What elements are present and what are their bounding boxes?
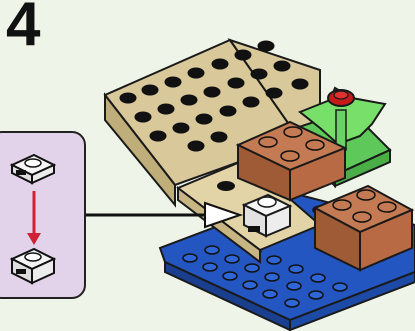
callout-box xyxy=(0,131,86,299)
step-number: 4 xyxy=(6,0,41,59)
white-1x1-brick-icon xyxy=(241,193,293,238)
flower xyxy=(298,86,387,151)
pointer-arrow-icon xyxy=(86,201,244,229)
brown-brick-back xyxy=(235,120,348,202)
white-tile-icon xyxy=(9,153,57,185)
tan-plate xyxy=(103,38,321,208)
white-1x1-brick-icon xyxy=(9,247,57,285)
red-down-arrow-icon xyxy=(27,191,41,245)
brown-brick-front xyxy=(312,184,415,272)
